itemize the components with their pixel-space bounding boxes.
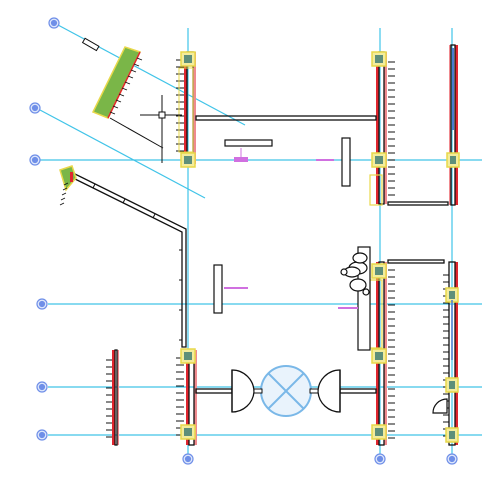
grid-line-diagonal-2 [39,109,206,199]
column-icon [180,152,196,168]
tick-row [176,59,184,152]
threshold [253,388,263,394]
tick-row [59,182,69,206]
column-frame [369,174,383,206]
crosshair-symbol [109,95,182,163]
column-icon [371,424,387,440]
magenta-tag [234,157,248,162]
tick-row [388,269,395,439]
grid-bubble-icon [182,453,194,465]
entrance [231,365,341,417]
green-panel [59,165,77,192]
tick-row [388,61,395,196]
column-icon [445,287,459,303]
grid-bubble-icon [446,453,458,465]
vertical-panel [341,137,351,187]
columns [178,51,460,443]
grid-bubble-icon [36,298,48,310]
wall-horizontal-lower-right [387,259,445,264]
wall-diagonal [72,173,187,348]
red-band [70,172,73,182]
red-band [186,350,189,445]
column-frame [178,67,194,153]
tick-row [92,183,182,341]
plant-symbol-icon [340,252,370,296]
diagonal-wall-ticks [92,183,182,341]
threshold [309,388,319,394]
column-icon [445,427,459,443]
green-panel-edge [107,51,141,119]
grid-bubble-icon [29,154,41,166]
red-band [112,350,115,445]
pink-band [194,350,197,445]
grid-bubble-icon [48,17,60,29]
red-band [455,45,458,205]
tick-row [176,357,184,436]
wall-horizontal-bottom-left [195,388,233,394]
wall-horizontal-top [195,115,377,121]
fixtures [109,95,448,414]
round-table-icon [260,365,312,417]
column-icon [180,51,196,67]
wall-ticks [106,59,449,439]
column-icon [371,51,387,67]
green-corner-panel [59,165,77,206]
column-icon [180,348,196,364]
wall-horizontal-bottom-right [339,388,377,394]
pink-band [384,52,387,204]
grid-bubble-icon [374,453,386,465]
wall-outline [114,349,118,446]
grid-bubble-icon [29,102,41,114]
pink-band [449,45,451,205]
red-band [376,52,379,204]
grid-bubbles [29,17,458,465]
column-icon [446,152,460,168]
wall-outline [450,44,456,206]
column-icon [371,263,387,279]
tick-row [106,359,112,438]
column-icon [371,152,387,168]
wall-outline [448,261,456,446]
door-swing-icon [432,398,448,414]
wall-shelf [224,139,273,147]
door-swing-icon [317,369,341,413]
vertical-panel [213,264,223,314]
wall-horizontal-upper-right [387,201,449,206]
green-panel-diagonal [81,37,143,119]
door-swing-icon [231,369,255,413]
red-band [184,52,187,164]
small-tag [81,37,100,52]
column-icon [371,348,387,364]
grid-bubble-icon [36,429,48,441]
column-icon [180,424,196,440]
tick-row [109,57,143,115]
pink-band [117,350,119,445]
column-icon [445,377,459,393]
grid-bubble-icon [36,381,48,393]
pink-band [193,52,196,164]
red-band [455,262,458,445]
